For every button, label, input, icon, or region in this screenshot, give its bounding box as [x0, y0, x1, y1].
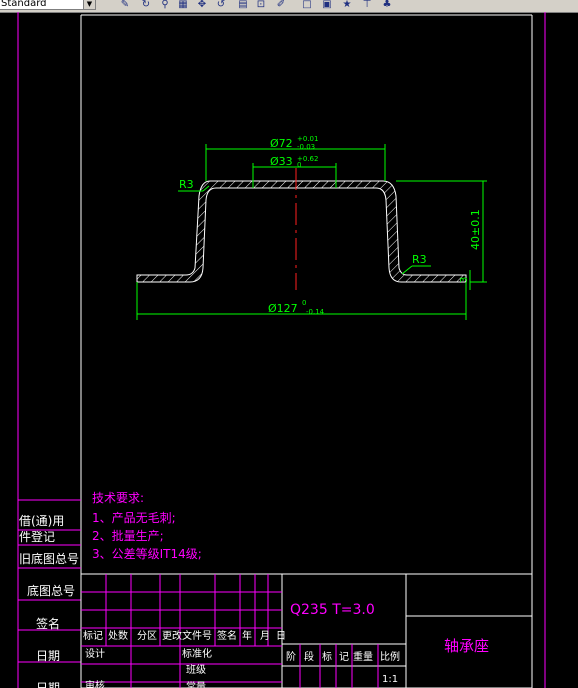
- borrowed-register-label: 借(通)用: [19, 514, 64, 528]
- tech-notes: 技术要求: 1、产品无毛刺; 2、批量生产; 3、公差等级IT14级;: [92, 491, 202, 561]
- match-properties-icon[interactable]: ✎: [120, 0, 130, 10]
- weight-header: 重量: [353, 650, 373, 663]
- tech-notes-title: 技术要求:: [92, 491, 144, 505]
- chevron-down-icon[interactable]: ▼: [83, 0, 95, 9]
- hole-diameter-label: Ø33: [270, 155, 293, 168]
- rev-header-count: 处数: [108, 629, 128, 642]
- rev-header-mark: 标记: [83, 630, 103, 642]
- scale-value: 1:1: [382, 674, 398, 685]
- radius-left-label: R3: [179, 178, 194, 191]
- rev-header-month: 月: [260, 630, 270, 642]
- part-name: 轴承座: [444, 637, 489, 655]
- row-review: 审核: [85, 679, 105, 688]
- old-drawing-number-label: 旧底图总号: [19, 551, 79, 566]
- row-design: 设计: [85, 647, 105, 660]
- label-constant: 常量: [186, 680, 206, 688]
- star-icon[interactable]: ★: [342, 0, 352, 10]
- block-icon[interactable]: ▣: [322, 0, 332, 10]
- rev-header-day: 日: [276, 631, 286, 642]
- rev-header-year: 年: [242, 629, 252, 642]
- toolbar: Standard ▼ ✎ ↻ ⚲ ▦ ✥ ↺ ▤ ⊡ ✐ □ ▣ ★ ⊤ ♣: [0, 0, 578, 13]
- height-label: 40±0.1: [469, 209, 482, 250]
- label-class: 班级: [186, 664, 206, 676]
- radius-right-label: R3: [412, 253, 427, 266]
- trim-lines: [17, 12, 546, 688]
- top-tolerance-upper: +0.01: [297, 135, 318, 143]
- base-diameter-label: Ø127: [268, 302, 298, 315]
- rev-header-sign: 签名: [217, 629, 237, 642]
- label-standardization: 标准化: [182, 647, 212, 660]
- zoom-extents-icon[interactable]: ⚲: [161, 0, 169, 10]
- tech-note-3: 3、公差等级IT14级;: [92, 547, 202, 561]
- hole-tolerance-upper: +0.62: [297, 155, 318, 163]
- top-tolerance-lower: -0.03: [297, 143, 315, 151]
- date-label: 日期: [36, 649, 60, 663]
- left-strip-grid: [18, 499, 81, 663]
- thickness-label: 3: [459, 277, 470, 283]
- base-tolerance-lower: -0.14: [306, 308, 325, 316]
- stage-header-1: 阶: [286, 650, 296, 663]
- paint-icon[interactable]: ♣: [382, 0, 392, 10]
- rectangle-icon[interactable]: □: [302, 0, 312, 10]
- sheet-frame: [80, 14, 533, 688]
- signature-label: 签名: [36, 616, 60, 631]
- part-register-label: 件登记: [19, 529, 55, 544]
- text-style-select[interactable]: Standard ▼: [0, 0, 96, 10]
- orbit-icon[interactable]: ↻: [141, 0, 151, 10]
- table-icon[interactable]: ▤: [238, 0, 248, 10]
- dimension-texts: Ø72 +0.01 -0.03 Ø33 0 +0.62 R3 R3 40±0.1…: [179, 135, 482, 316]
- tech-note-2: 2、批量生产;: [92, 528, 164, 543]
- drawing-canvas[interactable]: Ø72 +0.01 -0.03 Ø33 0 +0.62 R3 R3 40±0.1…: [0, 12, 578, 688]
- stage-header-4: 记: [339, 651, 349, 663]
- tech-note-1: 1、产品无毛刺;: [92, 511, 176, 525]
- refresh-icon[interactable]: ↺: [216, 0, 226, 10]
- dimension-lines: [136, 144, 487, 320]
- pencil-icon[interactable]: ✐: [276, 0, 286, 10]
- stage-header-3: 标: [322, 651, 332, 663]
- rev-header-zone: 分区: [137, 630, 157, 642]
- title-block-grid: [80, 573, 533, 688]
- date-label-2: 日期: [36, 681, 60, 688]
- left-strip-labels: 借(通)用 件登记 旧底图总号 底图总号 签名 日期 日期: [19, 514, 79, 688]
- title-block-texts: Q235 T=3.0 轴承座 标记 处数 分区 更改文件号 签名 年 月 日 设…: [83, 602, 489, 688]
- pan-icon[interactable]: ✥: [197, 0, 207, 10]
- top-diameter-label: Ø72: [270, 137, 293, 150]
- drawing-number-label: 底图总号: [27, 583, 75, 598]
- hole-tolerance-lower: 0: [297, 161, 301, 169]
- layer-grid-icon[interactable]: ▦: [178, 0, 188, 10]
- scale-header: 比例: [380, 650, 400, 663]
- text-style-value: Standard: [1, 0, 47, 9]
- zoom-window-icon[interactable]: ⊡: [256, 0, 266, 10]
- base-tolerance-upper: 0: [302, 299, 306, 307]
- stage-header-2: 段: [304, 650, 314, 663]
- rev-header-doc: 更改文件号: [162, 629, 212, 642]
- material-label: Q235 T=3.0: [290, 602, 375, 618]
- pin-icon[interactable]: ⊤: [362, 0, 372, 10]
